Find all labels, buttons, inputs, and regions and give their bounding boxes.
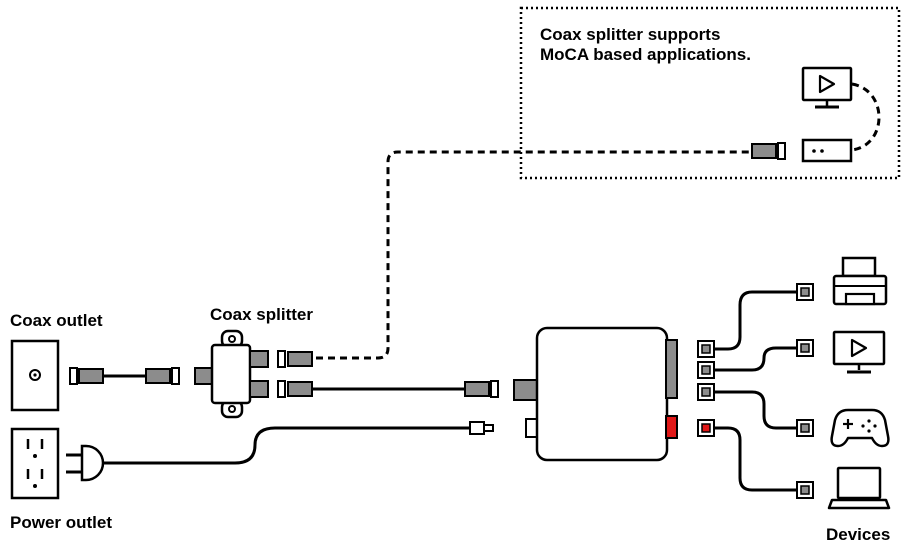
- moca-coax-cable: [316, 150, 750, 360]
- devices-label: Devices: [826, 525, 890, 544]
- coax-outlet-label: Coax outlet: [10, 311, 103, 330]
- power-outlet-label: Power outlet: [10, 513, 112, 532]
- ethernet-connector: [796, 283, 814, 301]
- coax-wall-outlet-icon: [10, 339, 60, 412]
- ethernet-connector-red: [697, 419, 715, 437]
- tv-to-stb-cable: [851, 82, 881, 152]
- moca-application-box: Coax splitter supports MoCA based applic…: [519, 6, 901, 180]
- gamepad-icon: [830, 408, 890, 448]
- splitter-to-router-cable: [277, 380, 499, 398]
- electrical-outlet-icon: [10, 427, 60, 500]
- ethernet-cables: [714, 290, 797, 492]
- router-ethernet-connectors: [697, 340, 715, 437]
- ethernet-connector: [796, 481, 814, 499]
- router-box-icon: [513, 326, 678, 462]
- printer-icon: [832, 256, 888, 306]
- splitter-top-connector: [277, 350, 313, 368]
- ethernet-connector: [697, 383, 715, 401]
- power-cord: [66, 421, 494, 482]
- ethernet-connector: [796, 419, 814, 437]
- coax-splitter-icon: [194, 329, 269, 419]
- moca-note-line2: MoCA based applications.: [540, 45, 751, 64]
- set-top-box-icon: [801, 138, 853, 163]
- device-ethernet-connectors: [796, 283, 814, 499]
- ethernet-connector: [697, 340, 715, 358]
- ethernet-connector: [697, 361, 715, 379]
- tv-play-icon: [801, 66, 853, 109]
- laptop-icon: [827, 466, 891, 510]
- stb-coax-connector: [751, 142, 786, 160]
- moca-note-line1: Coax splitter supports: [540, 25, 720, 44]
- outlet-to-splitter-cable: [69, 367, 180, 385]
- ethernet-connector: [796, 339, 814, 357]
- tv-play-icon: [832, 330, 886, 374]
- coax-splitter-label: Coax splitter: [210, 305, 313, 324]
